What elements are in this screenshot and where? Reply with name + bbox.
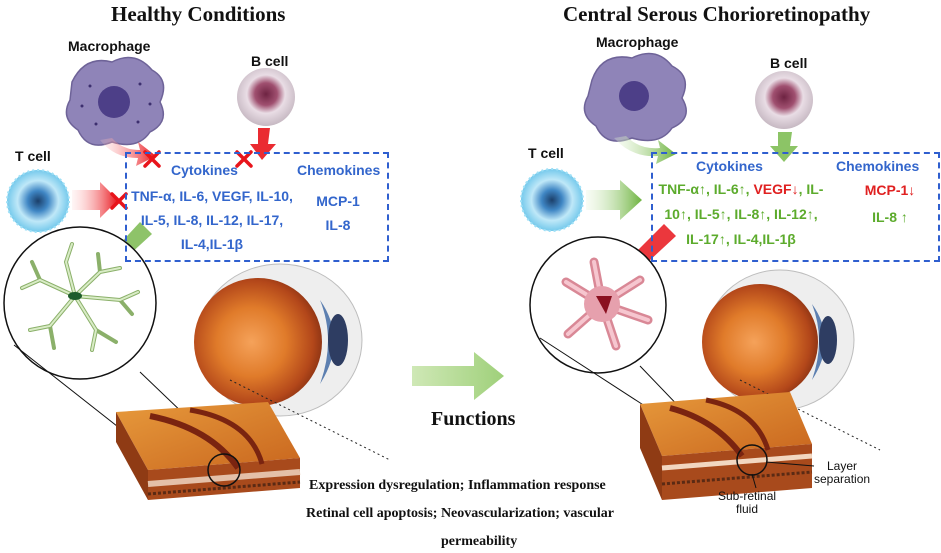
functions-heading: Functions bbox=[431, 408, 516, 430]
layer-separation-label: Layer separation bbox=[814, 459, 871, 486]
bcell-label-right: B cell bbox=[770, 55, 808, 71]
macrophage-arrow-right bbox=[614, 136, 676, 164]
up-arrow-icon: ↑ bbox=[738, 181, 746, 197]
tcell-label-left: T cell bbox=[15, 148, 51, 164]
cytokine-line-3: IL-17↑, IL-4,IL-1β bbox=[686, 231, 796, 247]
tcell-arrow-right bbox=[586, 180, 642, 220]
macrophage-label-left: Macrophage bbox=[68, 38, 151, 54]
t-cell-left bbox=[6, 169, 70, 233]
chemokine-line-1: MCP-1↓ bbox=[864, 182, 916, 198]
tcell-label-right: T cell bbox=[528, 145, 564, 161]
b-cell-left bbox=[237, 68, 295, 126]
up-arrow-icon: ↑ bbox=[900, 209, 908, 225]
up-arrow-icon: ↑ bbox=[699, 181, 706, 197]
macrophage-cell-left bbox=[65, 56, 165, 146]
cytokine-line-2: IL-5, IL-8, IL-12, IL-17, bbox=[140, 212, 284, 228]
up-arrow-icon: ↑ bbox=[759, 206, 767, 222]
cytokine-list-left: TNF-α, IL-6, VEGF, IL-10, IL-5, IL-8, IL… bbox=[130, 184, 294, 256]
up-arrow-icon: ↑ bbox=[806, 206, 814, 222]
blocked-x-icons bbox=[110, 150, 253, 210]
eyeball-right bbox=[702, 269, 881, 451]
down-arrow-icon: ↓ bbox=[908, 182, 916, 198]
retina-slab-left bbox=[116, 402, 301, 500]
cytokine-line-2: 10↑, IL-5↑, IL-8↑, IL-12↑, bbox=[664, 206, 818, 222]
macrophage-cell-right bbox=[583, 52, 687, 142]
bcell-arrow-right bbox=[770, 132, 798, 162]
left-panel-title: Healthy Conditions bbox=[111, 2, 286, 26]
subretinal-fluid-label: Sub-retinal fluid bbox=[718, 489, 777, 516]
resting-microglia-left bbox=[3, 226, 157, 380]
cytokines-header-left: Cytokines bbox=[171, 162, 238, 178]
cytokines-header-right: Cytokines bbox=[696, 158, 763, 174]
functions-line-3: permeability bbox=[441, 534, 518, 549]
cytokine-list-right: TNF-α↑, IL-6↑, VEGF↓, IL- 10↑, IL-5↑, IL… bbox=[656, 177, 826, 252]
chemokine-line-1: MCP-1 bbox=[316, 193, 360, 209]
chemokines-header-left: Chemokines bbox=[297, 162, 381, 178]
transition-arrow bbox=[412, 352, 504, 400]
t-cell-right bbox=[520, 168, 584, 232]
eyeball-left bbox=[194, 263, 391, 461]
chemokines-header-right: Chemokines bbox=[836, 158, 920, 174]
up-arrow-icon: ↑ bbox=[719, 206, 727, 222]
chemokine-list-right: MCP-1↓ IL-8 ↑ bbox=[850, 178, 930, 230]
cytokine-line-1: TNF-α↑, IL-6↑, VEGF↓, IL- bbox=[658, 181, 824, 197]
functions-line-2: Retinal cell apoptosis; Neovascularizati… bbox=[306, 506, 614, 521]
activated-microglia-right bbox=[529, 236, 667, 374]
up-arrow-icon: ↑ bbox=[679, 206, 687, 222]
tcell-arrow-left bbox=[72, 182, 118, 218]
cytokine-line-3: IL-4,IL-1β bbox=[180, 236, 244, 252]
cytokine-box-right bbox=[651, 152, 940, 262]
right-panel-title: Central Serous Chorioretinopathy bbox=[563, 2, 871, 26]
cytokine-line-1: TNF-α, IL-6, VEGF, IL-10, bbox=[131, 188, 293, 204]
functions-line-1: Expression dysregulation; Inflammation r… bbox=[309, 478, 606, 493]
cytokine-box-left bbox=[125, 152, 389, 262]
b-cell-right bbox=[755, 71, 813, 129]
down-arrow-icon: ↓ bbox=[791, 181, 799, 197]
chemokine-line-2: IL-8 ↑ bbox=[872, 209, 908, 225]
retina-slab-right bbox=[640, 392, 815, 500]
bcell-label-left: B cell bbox=[251, 53, 289, 69]
chemokine-line-2: IL-8 bbox=[325, 217, 351, 233]
up-arrow-icon: ↑ bbox=[718, 231, 726, 247]
macrophage-label-right: Macrophage bbox=[596, 34, 679, 50]
chemokine-list-left: MCP-1 IL-8 bbox=[298, 189, 378, 237]
